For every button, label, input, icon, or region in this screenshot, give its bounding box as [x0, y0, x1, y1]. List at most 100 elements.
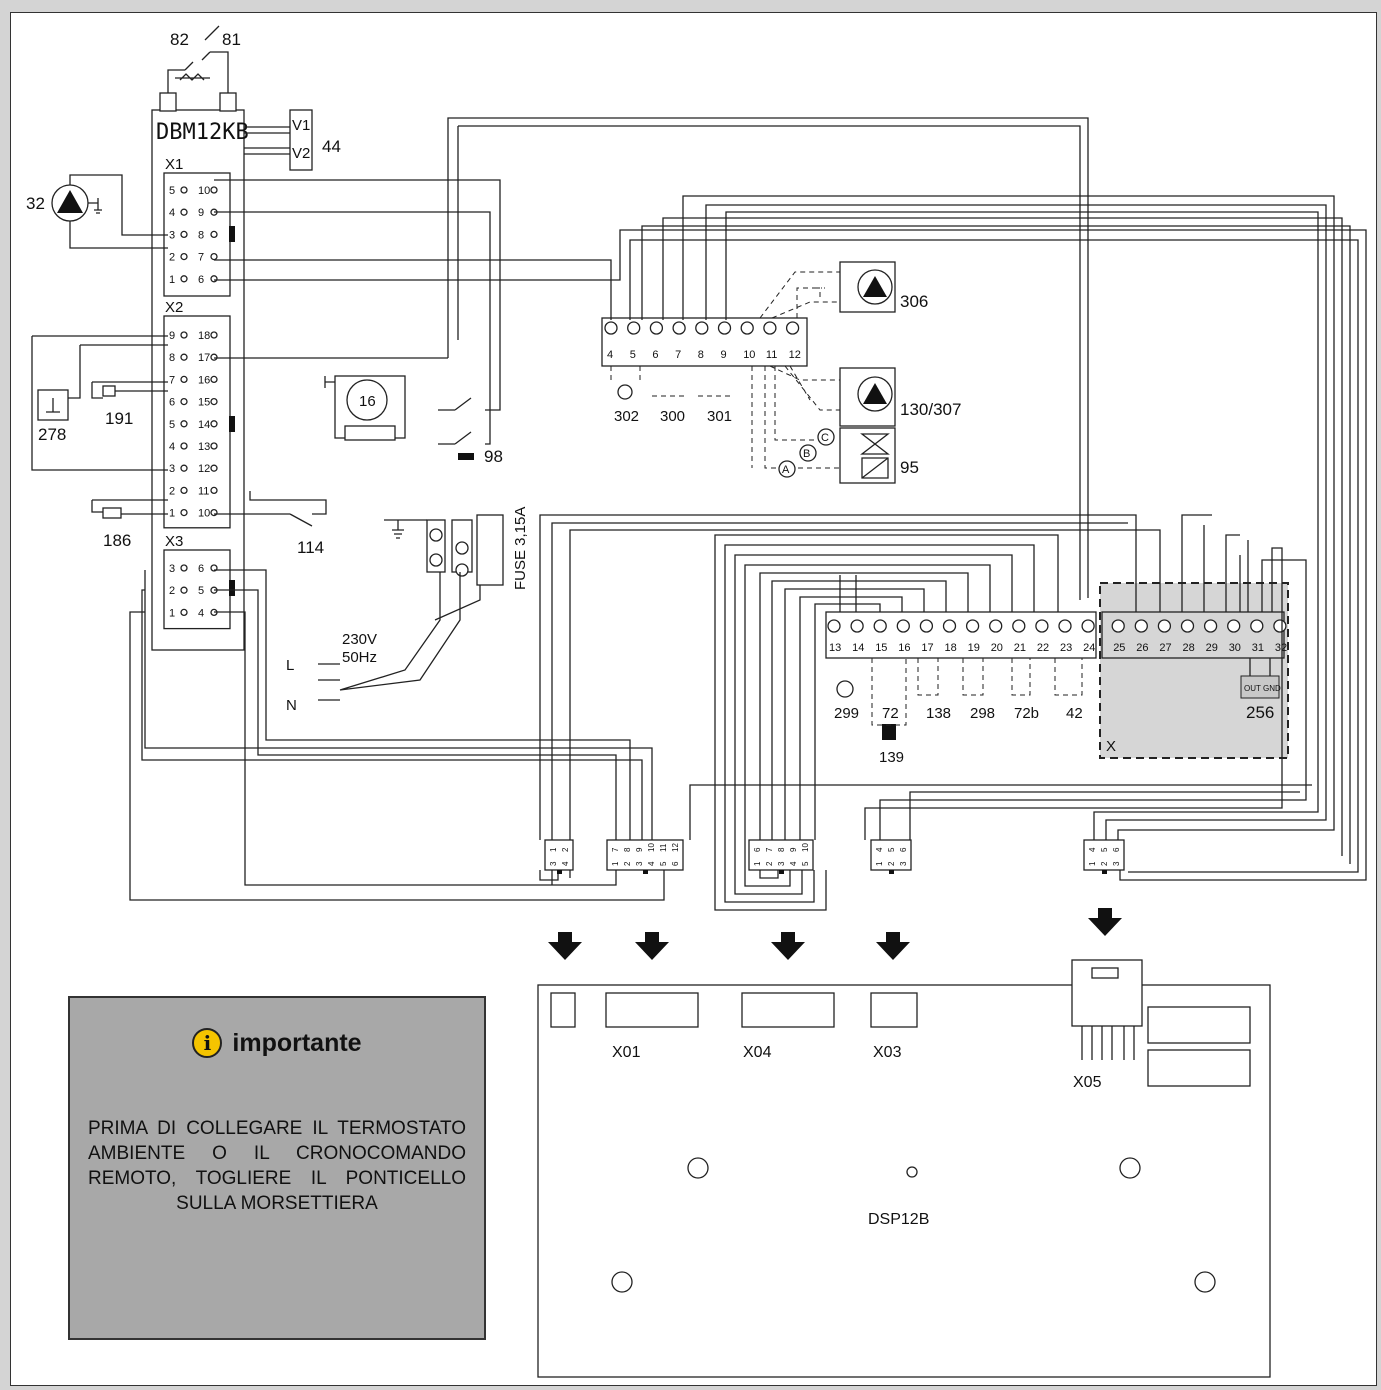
pin-label: 1: [169, 274, 175, 286]
label-186: 186: [103, 531, 131, 550]
terminal-label: 17: [921, 642, 933, 654]
terminal-label: 13: [829, 642, 841, 654]
pin-label: 7: [198, 252, 204, 264]
plug-pin-label: 3: [1112, 861, 1121, 866]
label-256: 256: [1246, 703, 1274, 722]
label-44: 44: [322, 137, 341, 156]
plug-pin-label: 6: [1112, 847, 1121, 852]
terminal-label: 20: [991, 642, 1003, 654]
label-114: 114: [297, 538, 324, 557]
terminal-label: 27: [1159, 642, 1171, 654]
mark-b: B: [803, 448, 810, 460]
pin-label: 13: [198, 441, 210, 453]
label-42: 42: [1066, 705, 1083, 722]
plug-pin-label: 5: [659, 861, 668, 866]
display-board-name: DSP12B: [868, 1211, 929, 1228]
plug-pin-label: 2: [561, 847, 570, 852]
pin-label: 11: [198, 485, 209, 497]
wire-harness: [129, 117, 1367, 911]
pin-label: 10: [198, 508, 210, 520]
terminal-label: 15: [875, 642, 887, 654]
connector-x04-label: X04: [743, 1044, 772, 1061]
plug-pin-label: 6: [671, 861, 680, 866]
pin-label: 9: [198, 207, 204, 219]
plug-pin-label: 9: [635, 847, 644, 852]
label-98: 98: [484, 447, 503, 466]
terminal-label: 18: [945, 642, 957, 654]
connector-x03-label: X03: [873, 1044, 902, 1061]
plug-pin-label: 9: [789, 847, 798, 852]
label-139: 139: [879, 749, 904, 766]
plug-pin-label: 5: [887, 847, 896, 852]
info-icon: i: [192, 1028, 223, 1058]
terminal-label: 14: [852, 642, 864, 654]
pin-label: 5: [169, 419, 175, 431]
label-138: 138: [926, 705, 951, 722]
pin-label: 2: [169, 485, 175, 497]
terminal-label: 5: [630, 349, 636, 361]
label-81: 81: [222, 30, 241, 49]
terminal-label: 12: [789, 349, 801, 361]
terminal-label: 32: [1275, 642, 1287, 654]
label-72: 72: [882, 705, 899, 722]
plug-pin-label: 6: [899, 847, 908, 852]
plug-connectors: 1324718293104115126617283941054152634152…: [544, 839, 1125, 874]
connector-x05-label: X05: [1073, 1074, 1102, 1091]
display-board: X01 X04 X03 X05 DSP12B: [537, 959, 1271, 1378]
pump-32: 32: [26, 174, 168, 249]
plug-pin-label: 8: [623, 847, 632, 852]
terminal-label: 24: [1083, 642, 1095, 654]
plug-pin-label: 11: [659, 843, 668, 852]
terminal-label: 29: [1206, 642, 1218, 654]
upper-strip-devices: 302 300 301 306 130/307 95 C B A: [610, 261, 961, 484]
pin-label: 5: [169, 185, 175, 197]
terminal-label: 31: [1252, 642, 1264, 654]
pin-label: 18: [198, 330, 210, 342]
pin-label: 4: [198, 607, 204, 619]
terminal-label: 21: [1014, 642, 1026, 654]
plug-pin-label: 1: [753, 861, 762, 866]
label-301: 301: [707, 408, 732, 425]
plug-pin-label: 1: [1088, 861, 1097, 866]
plug-pin-label: 10: [647, 843, 656, 852]
main-board-name: DBM12KB: [156, 120, 249, 145]
arrow-down-icon: [1088, 908, 1122, 936]
notice-title: importante: [232, 1028, 362, 1057]
terminal-label: 16: [898, 642, 910, 654]
label-300: 300: [660, 408, 685, 425]
plug-pin-label: 4: [789, 861, 798, 866]
voltage-label: 230V: [342, 631, 377, 648]
pin-label: 14: [198, 419, 210, 431]
pin-label: 5: [198, 585, 204, 597]
plug-pin-label: 10: [801, 843, 810, 852]
plug-pin-label: 3: [549, 861, 558, 866]
terminal-label: 9: [721, 349, 727, 361]
terminal-label: 6: [652, 349, 658, 361]
plug-pin-label: 8: [777, 847, 786, 852]
connector-label: X3: [165, 533, 183, 550]
connector-x01-label: X01: [612, 1044, 641, 1061]
terminal-label: 30: [1229, 642, 1241, 654]
plug-pin-label: 2: [765, 861, 774, 866]
plug-pin-label: 2: [887, 861, 896, 866]
terminal-label: 11: [766, 349, 777, 361]
pin-label: 6: [198, 563, 204, 575]
arrow-down-icon: [635, 932, 669, 960]
arrow-down-icon: [876, 932, 910, 960]
label-72b: 72b: [1014, 705, 1039, 722]
pin-label: 2: [169, 585, 175, 597]
pin-label: 12: [198, 463, 210, 475]
label-306: 306: [900, 292, 928, 311]
plug-pin-label: 2: [1100, 861, 1109, 866]
plug-pin-label: 7: [765, 847, 774, 852]
plug-pin-label: 7: [611, 847, 620, 852]
label-278: 278: [38, 425, 66, 444]
terminal-label: 8: [698, 349, 704, 361]
terminal-label: 26: [1136, 642, 1148, 654]
pin-label: 3: [169, 563, 175, 575]
plug-pin-label: 4: [647, 861, 656, 866]
pin-label: 9: [169, 330, 175, 342]
